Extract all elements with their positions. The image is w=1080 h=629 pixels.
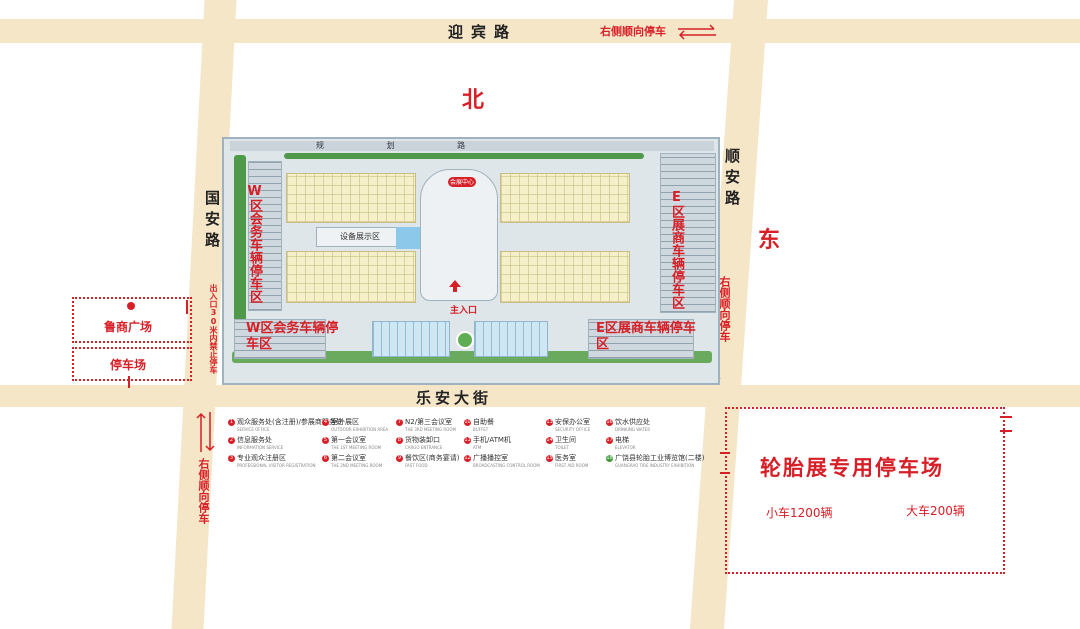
tire-parking-large: 大车200辆 <box>906 504 965 518</box>
center-label-badge <box>448 177 476 187</box>
two-way-arrow-icon <box>678 24 716 40</box>
se-parking <box>588 319 694 359</box>
tire-parking-title: 轮胎展专用停车场 <box>760 456 944 480</box>
two-way-arrow-west-icon <box>196 412 215 452</box>
hall-northeast <box>500 173 630 223</box>
traffic-note-southwest: 右侧顺向停车 <box>197 458 210 524</box>
main-entrance-arrow-icon <box>449 280 461 292</box>
center-label: 会展中心 <box>450 179 475 186</box>
sw-parking <box>234 319 326 359</box>
venue-site: 规 划 路 设备展示区 会展中心 主入口 <box>222 137 720 385</box>
road-label-east: 顺安路 <box>723 148 741 211</box>
hall-northwest <box>286 173 416 223</box>
road-yingbin <box>0 19 1080 43</box>
inner-road <box>230 141 714 151</box>
compass-east: 东 <box>758 228 781 253</box>
w-zone-label: W区会务车辆停车区 <box>247 184 262 303</box>
w-zone-parking <box>248 161 282 311</box>
w-zone-label-south: W区会务车辆停车区 <box>246 321 339 352</box>
inner-road-label: 规 划 路 <box>316 141 496 150</box>
hall-southeast <box>500 251 630 303</box>
road-label-west: 国安路 <box>203 190 221 253</box>
main-entrance-label: 主入口 <box>450 306 478 316</box>
display-area-label: 设备展示区 <box>340 232 380 241</box>
e-zone-label: E区展商车辆停车区 <box>669 190 684 309</box>
location-pin-icon <box>127 302 135 310</box>
tire-parking-gate-left <box>720 452 730 454</box>
gate-mark-1 <box>186 300 188 314</box>
hall-southwest <box>286 251 416 303</box>
lushang-plaza-label: 鲁商广场 <box>104 320 153 334</box>
gate-mark-2 <box>128 376 130 388</box>
display-pool <box>396 227 426 249</box>
plaza-pool-east <box>474 321 548 357</box>
traffic-note-top-right: 右侧顺向停车 <box>600 25 666 38</box>
tire-parking-gate-right-2 <box>1000 430 1012 432</box>
e-zone-label-south: E区展商车辆停车区 <box>596 321 696 352</box>
west-parking-box <box>72 347 192 381</box>
road-label-north: 迎宾路 <box>448 23 518 41</box>
tire-parking-box <box>725 407 1005 574</box>
lushang-plaza-box <box>72 297 192 343</box>
plaza-logo-icon <box>456 331 474 349</box>
center-building <box>420 169 498 301</box>
green-belt-north <box>284 153 644 159</box>
compass-north: 北 <box>462 88 485 113</box>
tire-parking-gate-right <box>1000 416 1012 418</box>
road-label-south: 乐安大街 <box>416 389 493 407</box>
west-parking-label: 停车场 <box>110 358 147 372</box>
green-belt-west <box>234 155 246 355</box>
tire-parking-small: 小车1200辆 <box>766 506 833 520</box>
entrance-no-parking-note: 出入口30米内禁止停车 <box>209 284 218 374</box>
plaza-pool-west <box>372 321 450 357</box>
traffic-note-east: 右侧顺向停车 <box>718 276 731 342</box>
road-lean <box>0 385 1080 407</box>
tire-parking-gate-left-2 <box>720 472 730 474</box>
e-zone-parking <box>660 153 716 313</box>
